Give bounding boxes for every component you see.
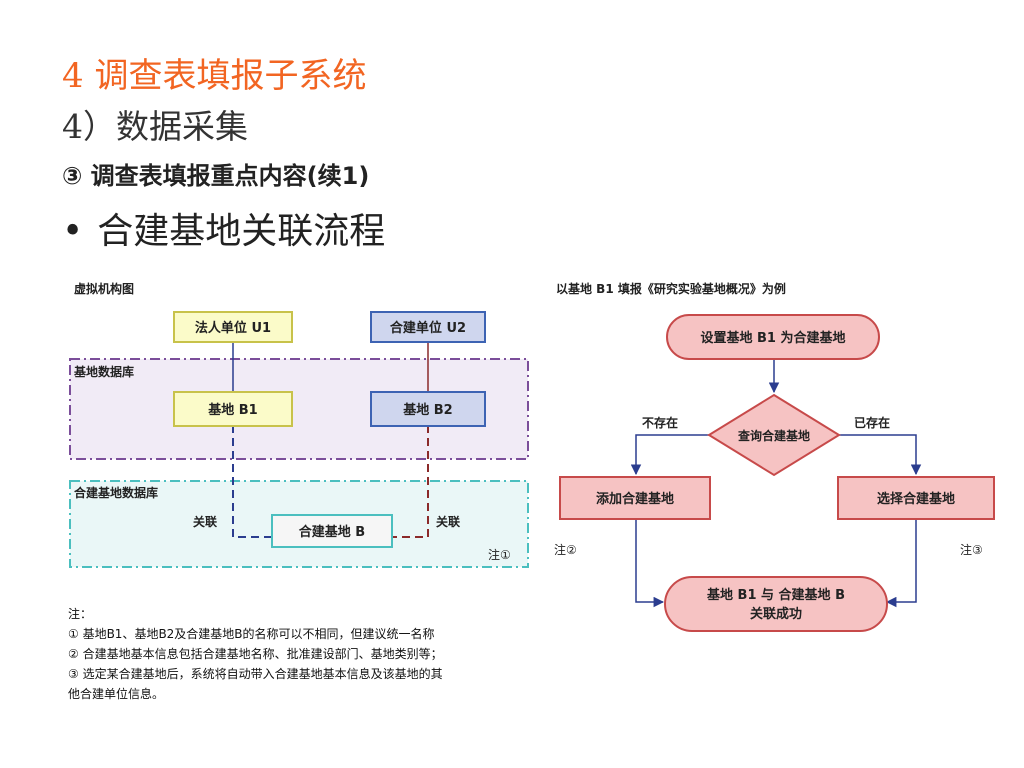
node-u1 [173, 311, 293, 343]
link-left-label: 关联 [193, 514, 217, 529]
notes-line-2: ② 合建基地基本信息包括合建基地名称、批准建设部门、基地类别等； [68, 647, 443, 661]
flow-decision-label: 查询合建基地 [737, 428, 810, 443]
node-b [271, 514, 393, 548]
node-b2-label: 基地 B2 [402, 402, 452, 418]
slide-title: 4 调查表填报子系统 [62, 56, 367, 96]
flow-end [664, 576, 888, 632]
coop-db-label: 合建基地数据库 [74, 485, 158, 500]
node-b2 [370, 391, 486, 427]
arrow-left-end [635, 518, 665, 608]
flow-select-box [837, 476, 995, 520]
notes-line-3: ③ 选定某合建基地后，系统将自动带入合建基地基本信息及该基地的其 [68, 667, 443, 681]
flowchart-caption: 以基地 B1 填报《研究实验基地概况》为例 [556, 281, 786, 296]
arrow-decision-left [630, 434, 709, 476]
flow-start [666, 314, 880, 360]
arrow-decision-right [839, 434, 922, 476]
notes-line-1: ① 基地B1、基地B2及合建基地B的名称可以不相同，但建议统一名称 [68, 627, 435, 641]
topic-bullet: • 合建基地关联流程 [62, 202, 385, 254]
flow-end-line2: 关联成功 [750, 606, 802, 622]
flow-select-label: 选择合建基地 [877, 491, 955, 507]
topic-text: 合建基地关联流程 [97, 211, 386, 252]
node-b-label: 合建基地 B [299, 524, 365, 540]
notes-block: 注： ① 基地B1、基地B2及合建基地B的名称可以不相同，但建议统一名称 ② 合… [68, 604, 538, 704]
association-flowchart: 以基地 B1 填报《研究实验基地概况》为例 设置基地 B1 为合建基地 查询合建… [554, 281, 995, 632]
flow-add-label: 添加合建基地 [596, 491, 674, 507]
flow-decision [707, 393, 841, 477]
note-marker-1: 注① [488, 547, 511, 562]
node-u2-label: 合建单位 U2 [390, 320, 466, 336]
notes-heading: 注： [68, 607, 93, 621]
node-b1-label: 基地 B1 [207, 402, 257, 418]
b2-b-link [392, 425, 429, 538]
flow-add-box [559, 476, 711, 520]
note-marker-3: 注③ [960, 542, 983, 557]
node-u2 [370, 311, 486, 343]
virtual-org-diagram: 虚拟机构图 基地数据库 合建基地数据库 法人单位 U1 合建单位 U2 基地 B… [69, 281, 529, 568]
slide-subtitle: 4）数据采集 [62, 107, 248, 146]
node-b1 [173, 391, 293, 427]
branch-no-label: 不存在 [642, 415, 678, 430]
notes-line-4: 他合建单位信息。 [68, 687, 165, 701]
bullet-glyph: • [62, 211, 84, 252]
diagram-caption: 虚拟机构图 [74, 281, 134, 296]
base-db-label: 基地数据库 [73, 364, 134, 379]
section-heading: ③ 调查表填报重点内容(续1) [62, 162, 370, 190]
branch-yes-label: 已存在 [854, 415, 890, 430]
b1-b-link [232, 425, 272, 538]
flow-end-line1: 基地 B1 与 合建基地 B [706, 587, 845, 603]
arrow-right-end [885, 518, 917, 608]
note-marker-2: 注② [554, 542, 577, 557]
flow-start-label: 设置基地 B1 为合建基地 [700, 330, 845, 346]
node-u1-label: 法人单位 U1 [195, 320, 271, 336]
link-right-label: 关联 [436, 514, 460, 529]
